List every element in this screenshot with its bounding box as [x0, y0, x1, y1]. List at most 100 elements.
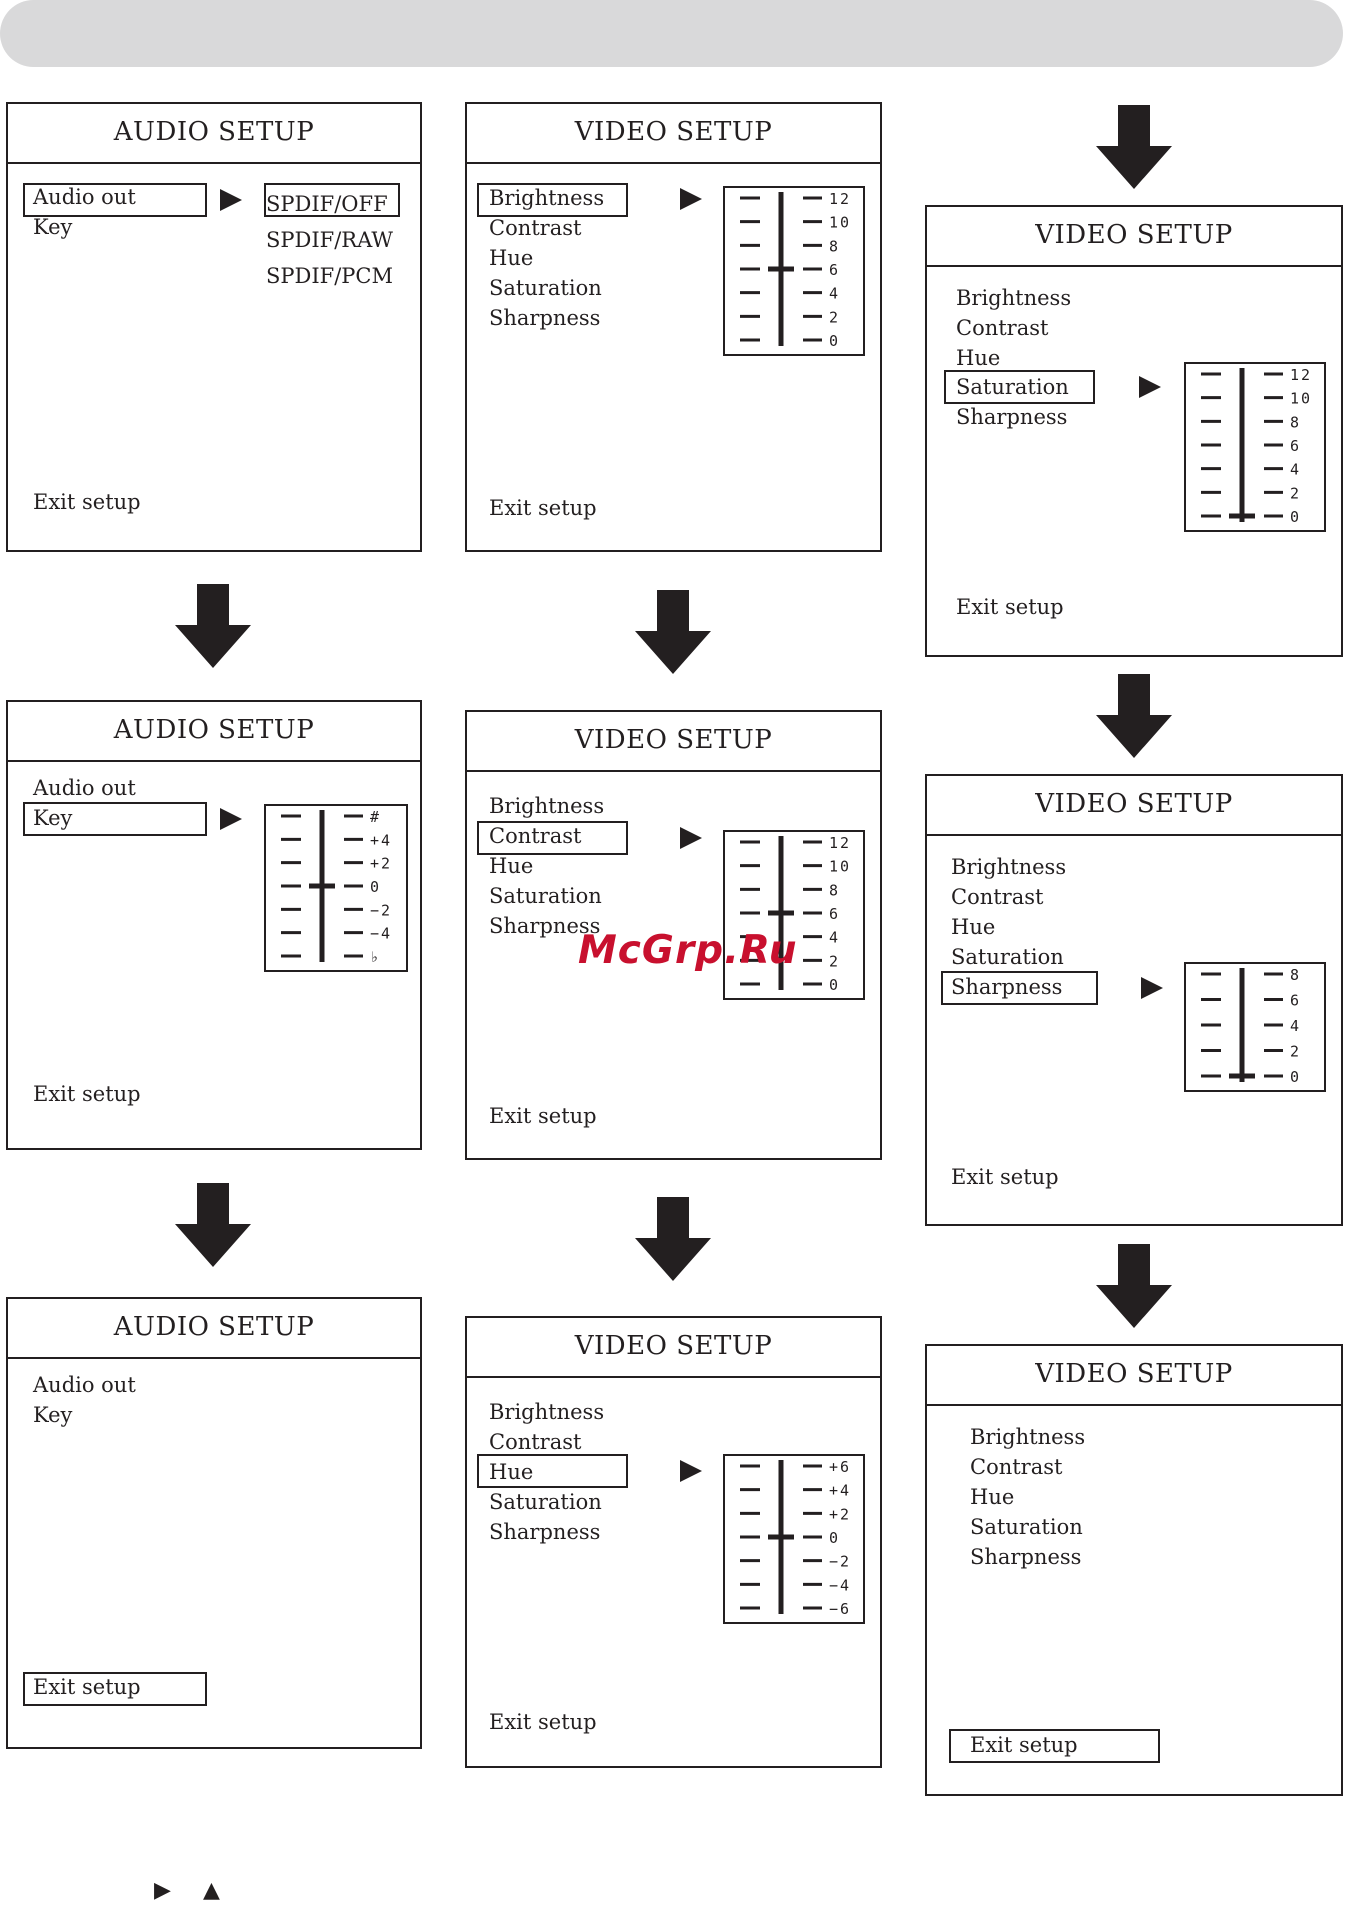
menu-item-exit-setup[interactable]: Exit setup — [489, 1710, 597, 1734]
menu-item-exit-setup[interactable]: Exit setup — [489, 1104, 597, 1128]
scale-label: 0 — [829, 1529, 840, 1547]
menu-item-brightness[interactable]: Brightness — [489, 794, 605, 818]
scale-label: 10 — [829, 858, 851, 876]
menu-item-sharpness[interactable]: Sharpness — [489, 306, 601, 330]
menu-item-contrast[interactable]: Contrast — [489, 216, 582, 240]
scale-label: 12 — [1290, 366, 1312, 384]
panel-title: VIDEO SETUP — [467, 104, 880, 164]
scale-label: 8 — [829, 881, 840, 899]
menu-item-audio-out[interactable]: Audio out — [33, 1373, 136, 1397]
scale-label: 8 — [829, 237, 840, 255]
scale-label: 6 — [1290, 437, 1301, 455]
menu-item-hue[interactable]: Hue — [951, 915, 996, 939]
scale-label: −6 — [829, 1600, 851, 1618]
scale-label: +4 — [829, 1482, 851, 1500]
menu-item-exit-setup[interactable]: Exit setup — [33, 1675, 141, 1699]
menu-item-exit-setup[interactable]: Exit setup — [33, 1082, 141, 1106]
menu-item-hue[interactable]: Hue — [489, 246, 534, 270]
scale-label: −4 — [829, 1576, 851, 1594]
video-setup-panel-contrast: VIDEO SETUP Brightness Contrast Hue Satu… — [465, 710, 882, 1160]
scale-label: +2 — [829, 1505, 851, 1523]
menu-item-sharpness[interactable]: Sharpness — [489, 1520, 601, 1544]
scale-label: 0 — [1290, 1068, 1301, 1086]
audio-setup-panel-exit: AUDIO SETUP Audio out Key Exit setup — [6, 1297, 422, 1749]
menu-item-sharpness[interactable]: Sharpness — [970, 1545, 1082, 1569]
option-spdif-raw[interactable]: SPDIF/RAW — [266, 228, 394, 252]
menu-item-hue[interactable]: Hue — [970, 1485, 1015, 1509]
scale-label: 12 — [829, 190, 851, 208]
video-setup-panel-sharpness: VIDEO SETUP Brightness Contrast Hue Satu… — [925, 774, 1343, 1226]
menu-item-hue[interactable]: Hue — [489, 854, 534, 878]
panel-title: VIDEO SETUP — [467, 1318, 880, 1378]
menu-item-saturation[interactable]: Saturation — [489, 1490, 602, 1514]
menu-item-key[interactable]: Key — [33, 215, 73, 239]
selection-box — [477, 821, 628, 855]
panel-title: AUDIO SETUP — [8, 104, 420, 164]
panel-title: VIDEO SETUP — [467, 712, 880, 772]
menu-item-contrast[interactable]: Contrast — [951, 885, 1044, 909]
panel-title: VIDEO SETUP — [927, 207, 1341, 267]
menu-item-contrast[interactable]: Contrast — [489, 824, 582, 848]
menu-item-brightness[interactable]: Brightness — [970, 1425, 1086, 1449]
menu-item-exit-setup[interactable]: Exit setup — [970, 1733, 1078, 1757]
scale-label: 8 — [1290, 413, 1301, 431]
scale-label: 12 — [829, 834, 851, 852]
menu-item-brightness[interactable]: Brightness — [489, 1400, 605, 1424]
menu-item-hue[interactable]: Hue — [956, 346, 1001, 370]
header-bar — [0, 0, 1343, 67]
menu-item-saturation[interactable]: Saturation — [489, 884, 602, 908]
option-spdif-pcm[interactable]: SPDIF/PCM — [266, 264, 393, 288]
video-setup-panel-exit: VIDEO SETUP Brightness Contrast Hue Satu… — [925, 1344, 1343, 1796]
selection-box — [944, 370, 1095, 404]
menu-item-sharpness[interactable]: Sharpness — [489, 914, 601, 938]
menu-item-saturation[interactable]: Saturation — [951, 945, 1064, 969]
menu-item-contrast[interactable]: Contrast — [970, 1455, 1063, 1479]
panel-title: VIDEO SETUP — [927, 776, 1341, 836]
menu-item-saturation[interactable]: Saturation — [489, 276, 602, 300]
down-arrow-icon — [1096, 1244, 1172, 1328]
menu-item-audio-out[interactable]: Audio out — [33, 776, 136, 800]
scale-label: # — [370, 808, 381, 826]
menu-item-key[interactable]: Key — [33, 1403, 73, 1427]
scale-graphic: +6+4+20−2−4−6 — [723, 1454, 865, 1624]
scale-label: 2 — [1290, 1043, 1301, 1061]
scale-label: 2 — [829, 952, 840, 970]
menu-item-key[interactable]: Key — [33, 806, 73, 830]
menu-item-brightness[interactable]: Brightness — [956, 286, 1072, 310]
menu-item-exit-setup[interactable]: Exit setup — [951, 1165, 1059, 1189]
scale-label: 6 — [829, 905, 840, 923]
menu-item-audio-out[interactable]: Audio out — [33, 185, 136, 209]
menu-item-exit-setup[interactable]: Exit setup — [33, 490, 141, 514]
menu-item-sharpness[interactable]: Sharpness — [951, 975, 1063, 999]
video-setup-panel-saturation: VIDEO SETUP Brightness Contrast Hue Satu… — [925, 205, 1343, 657]
menu-item-brightness[interactable]: Brightness — [489, 186, 605, 210]
scale-label: +4 — [370, 831, 392, 849]
menu-item-saturation[interactable]: Saturation — [970, 1515, 1083, 1539]
menu-item-sharpness[interactable]: Sharpness — [956, 405, 1068, 429]
menu-item-brightness[interactable]: Brightness — [951, 855, 1067, 879]
menu-item-contrast[interactable]: Contrast — [489, 1430, 582, 1454]
option-spdif-off[interactable]: SPDIF/OFF — [266, 192, 388, 216]
selection-box — [23, 183, 207, 217]
down-arrow-icon — [1096, 105, 1172, 189]
audio-setup-panel-audio-out: AUDIO SETUP Audio out Key SPDIF/OFF SPDI… — [6, 102, 422, 552]
menu-item-contrast[interactable]: Contrast — [956, 316, 1049, 340]
down-arrow-icon — [1096, 674, 1172, 758]
scale-label: 4 — [829, 285, 840, 303]
menu-item-exit-setup[interactable]: Exit setup — [489, 496, 597, 520]
up-triangle-icon: ▲ — [203, 1878, 220, 1903]
down-arrow-icon — [635, 590, 711, 674]
pointer-arrow-icon — [220, 189, 242, 211]
menu-item-saturation[interactable]: Saturation — [956, 375, 1069, 399]
menu-item-exit-setup[interactable]: Exit setup — [956, 595, 1064, 619]
menu-item-hue[interactable]: Hue — [489, 1460, 534, 1484]
